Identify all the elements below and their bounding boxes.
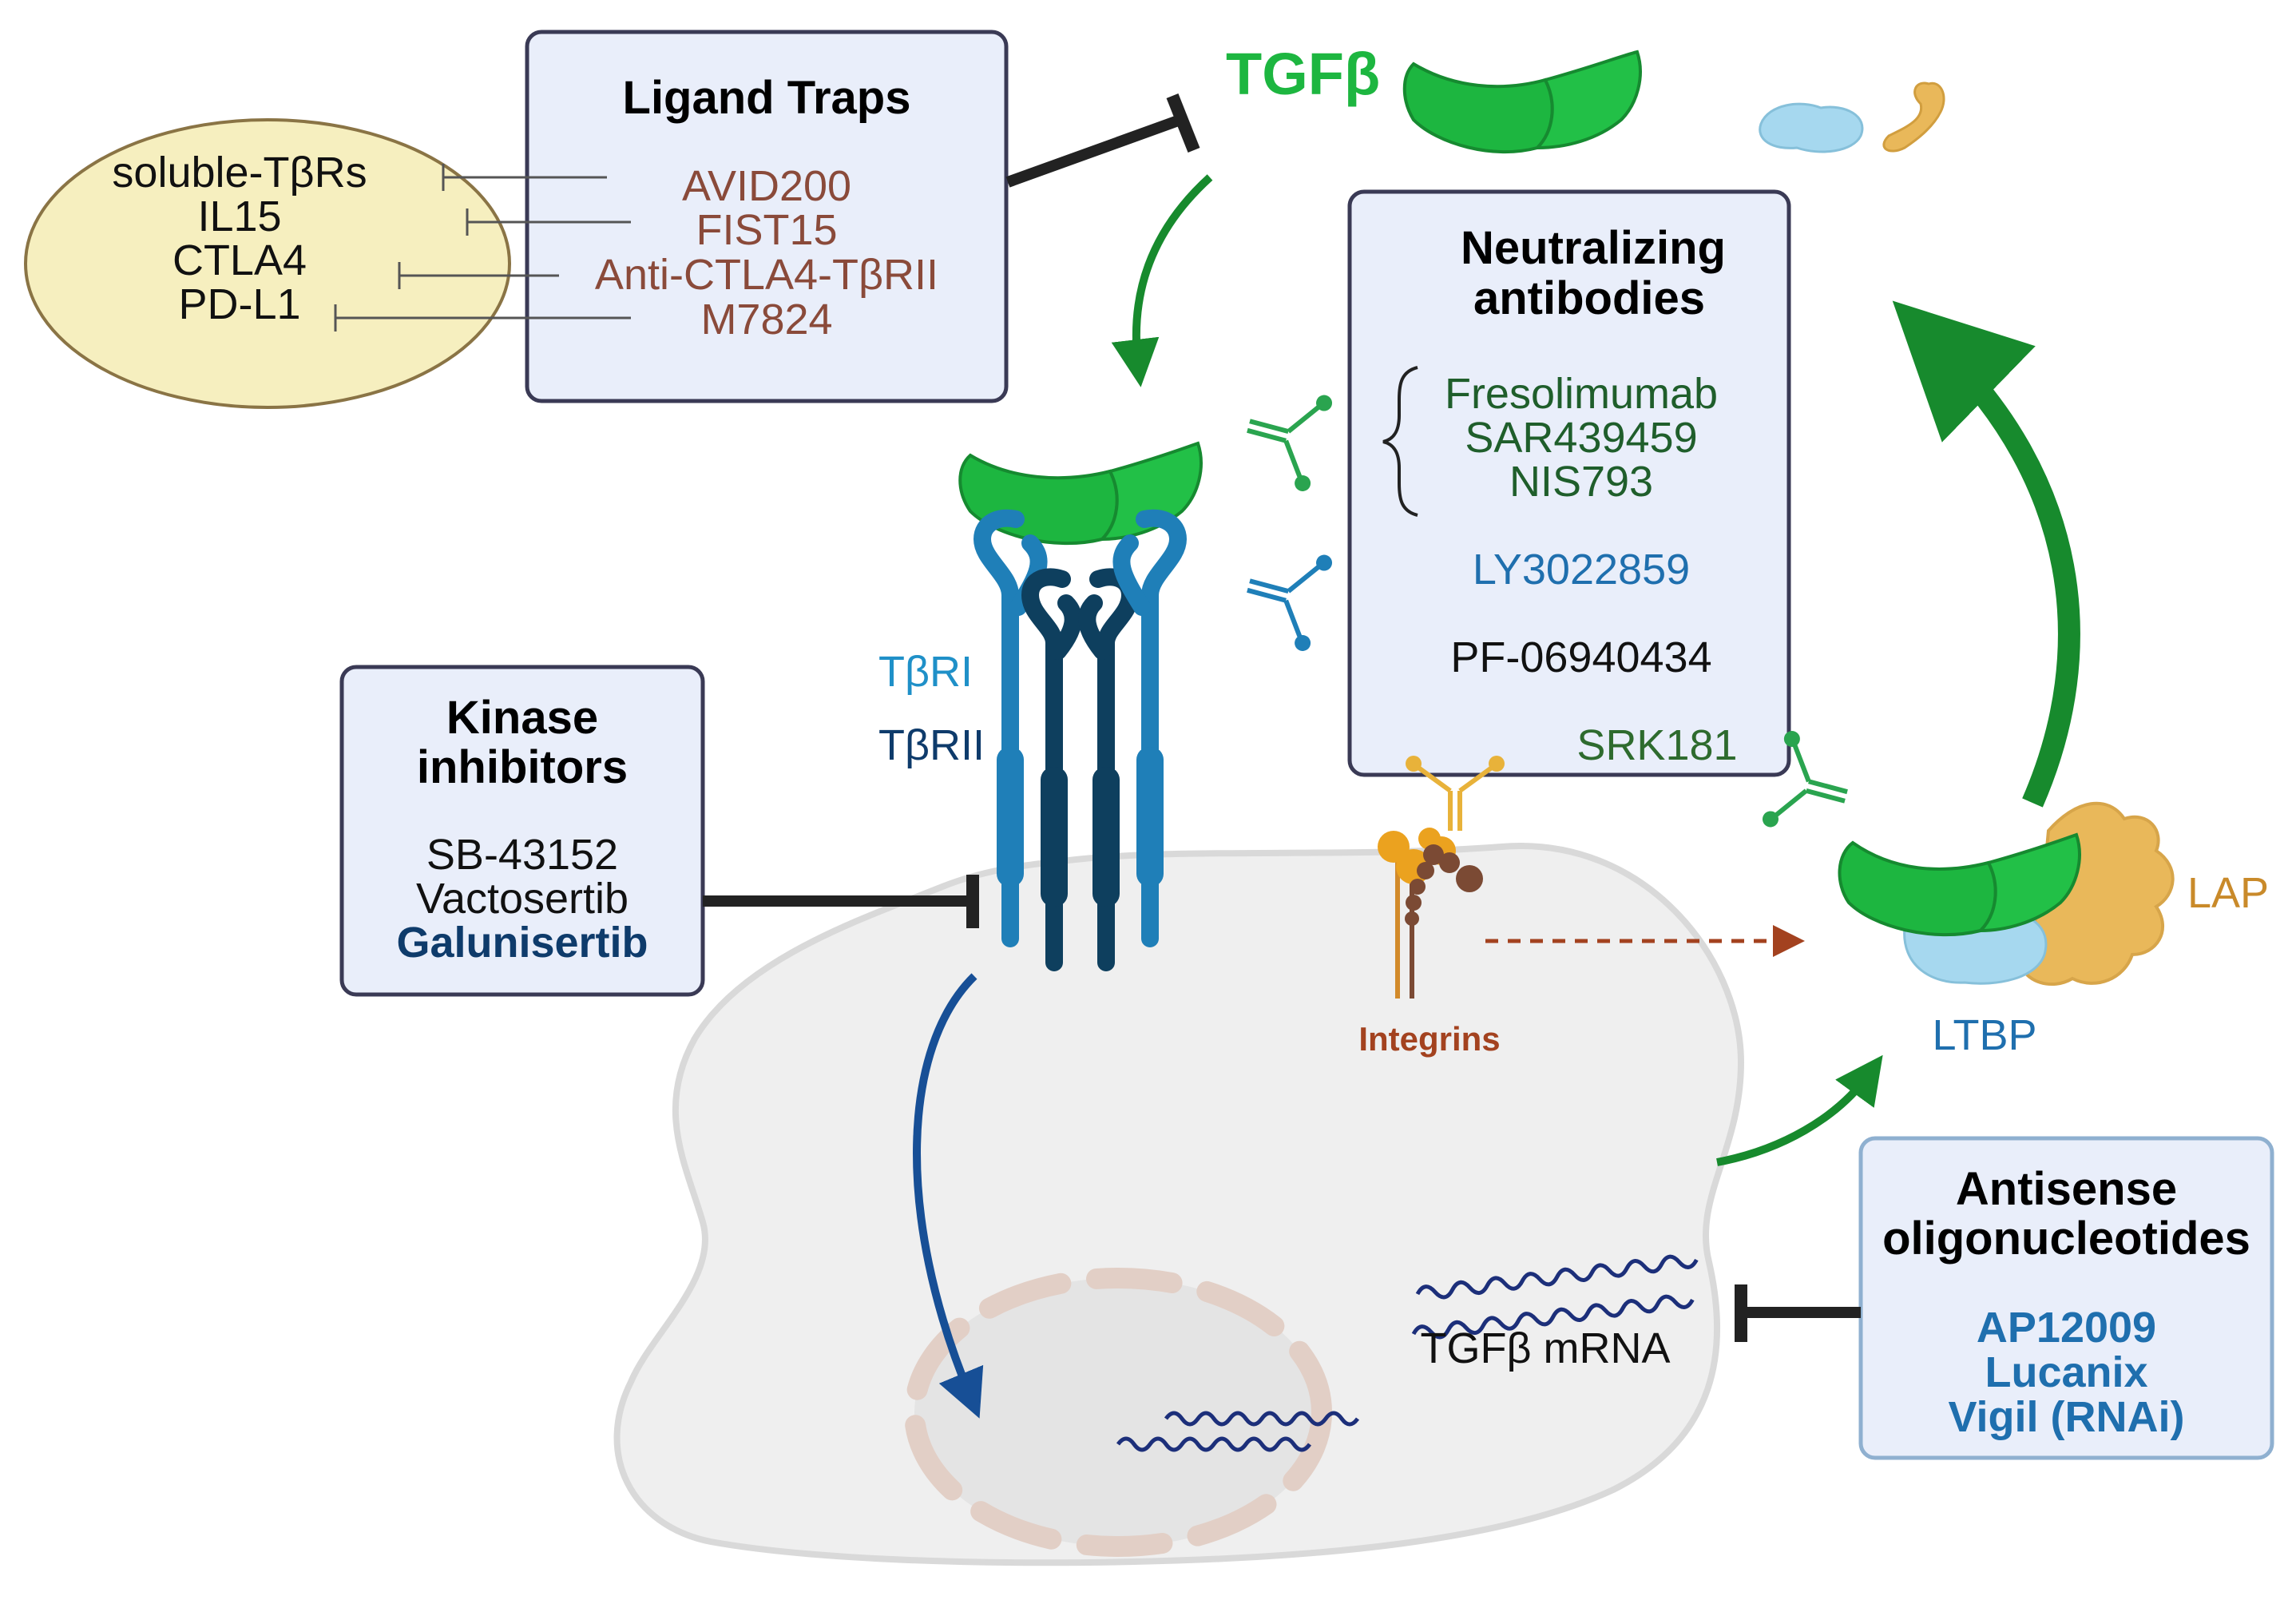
lap-label: LAP: [2187, 869, 2270, 917]
receptor-type2-label: TβRII: [878, 721, 985, 769]
ltbp-release-arrow: [1892, 300, 2080, 808]
neutralizing-box: [1347, 189, 1791, 777]
antibody-srk181: SRK181: [1576, 721, 1738, 769]
cell-body: [613, 842, 1745, 1566]
antisense-title-line2: oligonucleotides: [1882, 1213, 2250, 1265]
latent-complex: [1838, 801, 2175, 987]
ligand-traps-title: Ligand Traps: [622, 72, 911, 124]
neutralizing-title-line1: Neutralizing: [1461, 222, 1726, 274]
nucleus: [914, 1278, 1322, 1546]
ligand-traps-box: [525, 30, 1009, 403]
receptor-complex: [973, 509, 1188, 971]
kinase-title-line1: Kinase: [446, 692, 599, 744]
antibody-green-1: [1235, 378, 1334, 493]
antisense-title-line1: Antisense: [1955, 1163, 2178, 1215]
antisense-item-lucanix: Lucanix: [1985, 1348, 2148, 1396]
trap-item-m7824: M7824: [700, 296, 833, 343]
trap-item-fist15: FIST15: [696, 206, 838, 254]
tgfb-ligand-free: [1402, 50, 1642, 154]
ltbp-fragment: [1759, 102, 1864, 153]
kinase-item-sb43152: SB-43152: [426, 831, 619, 879]
signaling-arrow: [913, 973, 984, 1419]
kinase-box: [339, 665, 705, 997]
lap-fragment: [1882, 81, 1945, 153]
kinase-item-vactosertib: Vactosertib: [415, 875, 629, 923]
antibody-pf-06940434: PF-06940434: [1450, 633, 1712, 681]
target-ctla4: CTLA4: [172, 236, 307, 284]
trap-targets-ellipse: [24, 118, 511, 409]
trap-item-anti-ctla4: Anti-CTLA4-TβRII: [594, 251, 939, 299]
antisense-box: [1858, 1136, 2274, 1460]
tgfb-label: TGFβ: [1226, 41, 1381, 107]
nuclear-envelope: [904, 1268, 1332, 1557]
trap-item-avid200: AVID200: [681, 162, 852, 210]
target-il15: IL15: [197, 193, 282, 240]
kinase-title-line2: inhibitors: [416, 741, 629, 793]
antibody-group-brace: [1382, 366, 1418, 517]
receptor-type1-label: TβRI: [878, 648, 974, 696]
antisense-item-vigil: Vigil (RNAi): [1948, 1393, 2185, 1441]
antibody-sar439459: SAR439459: [1465, 414, 1698, 462]
mrna-label: TGFβ mRNA: [1420, 1324, 1671, 1372]
antibody-ly3022859: LY3022859: [1472, 546, 1691, 594]
neutralizing-title-line2: antibodies: [1473, 272, 1706, 324]
secretion-arrow: [1716, 1054, 1883, 1166]
ltbp-label: LTBP: [1932, 1011, 2037, 1059]
integrin: [1378, 828, 1483, 999]
tgfb-to-receptor-arrow: [1111, 174, 1213, 387]
target-pd-l1: PD-L1: [178, 280, 301, 328]
antisense-item-ap12009: AP12009: [1976, 1304, 2157, 1352]
integrins-label: Integrins: [1358, 1020, 1501, 1058]
target-soluble-tbrs: soluble-TβRs: [112, 149, 367, 197]
antibody-fresolimumab: Fresolimumab: [1444, 370, 1719, 418]
antibody-nis793: NIS793: [1509, 458, 1654, 506]
antibody-blue: [1235, 538, 1334, 653]
kinase-item-galunisertib: Galunisertib: [396, 919, 648, 967]
